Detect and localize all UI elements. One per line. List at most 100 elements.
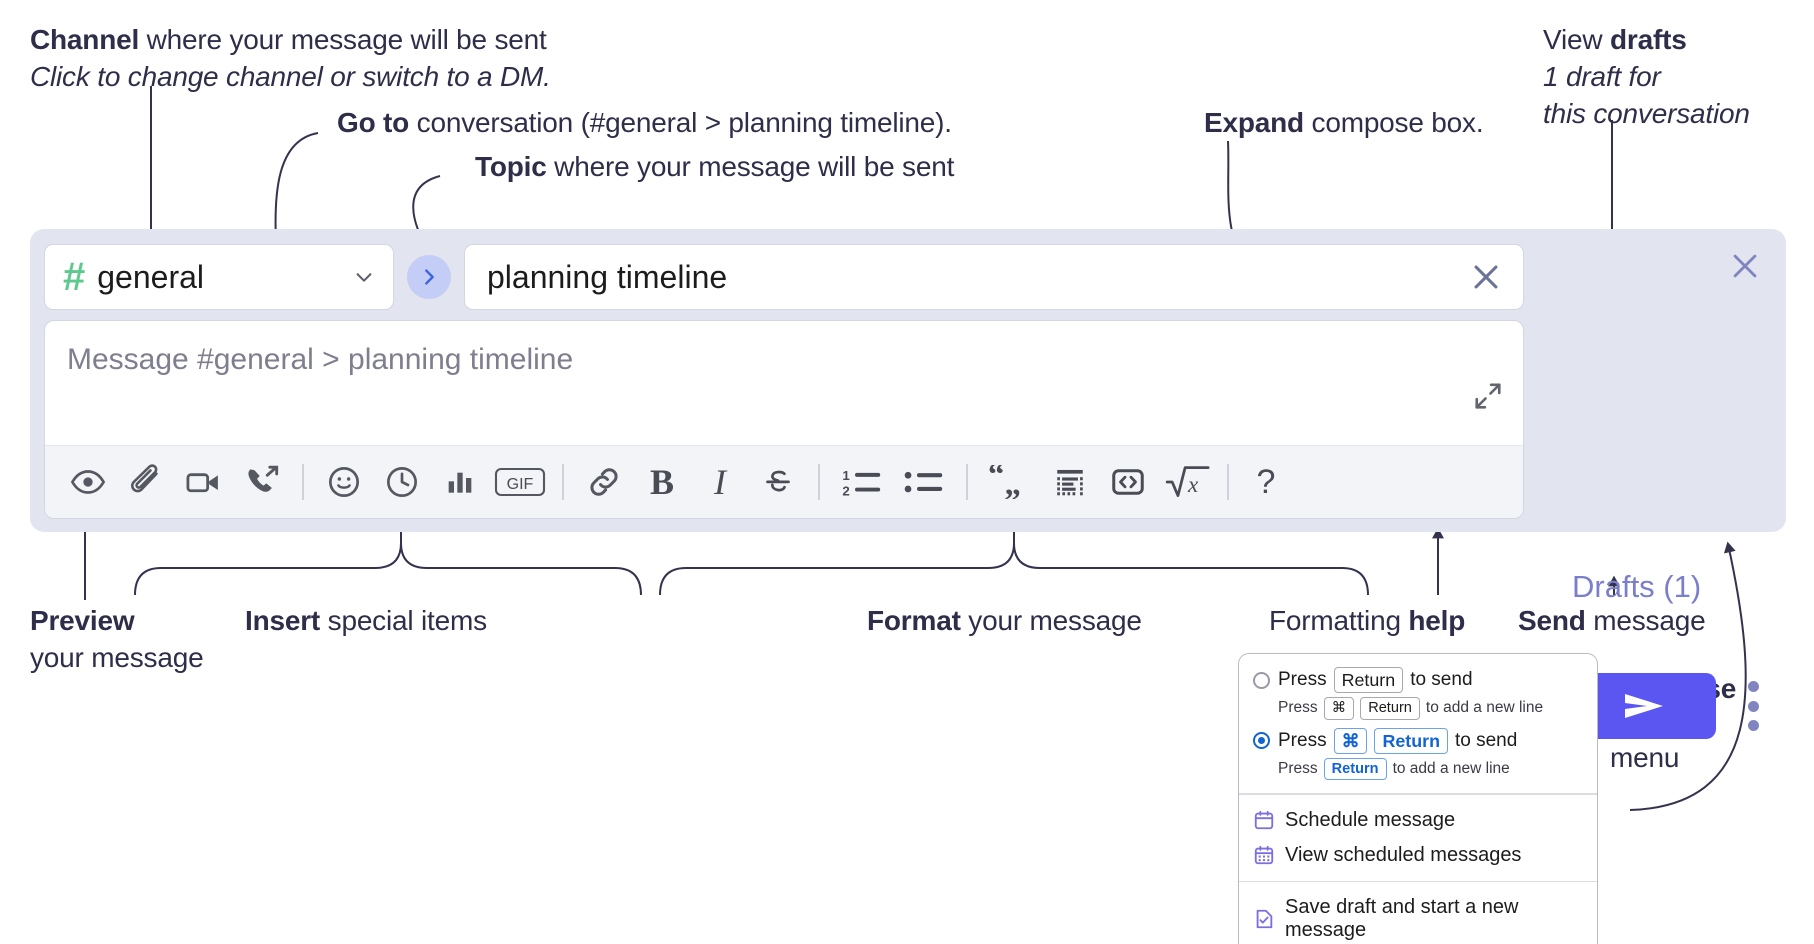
annotation-topic: Topic where your message will be sent xyxy=(475,149,954,186)
separator-5 xyxy=(1227,464,1229,500)
smiley-icon xyxy=(328,466,360,498)
emoji-button[interactable] xyxy=(315,453,373,511)
radio-unselected[interactable] xyxy=(1253,671,1270,689)
annotation-channel-bold: Channel xyxy=(30,24,140,55)
paper-plane-icon xyxy=(1625,694,1663,718)
topic-field[interactable]: planning timeline xyxy=(464,244,1524,310)
annotation-drafts-pre: View xyxy=(1543,24,1610,55)
separator-2 xyxy=(562,464,564,500)
option-return-sub-pre: Press xyxy=(1278,699,1318,717)
paperclip-icon xyxy=(131,464,158,493)
key-command: ⌘ xyxy=(1333,727,1368,754)
code-block-button[interactable] xyxy=(1041,453,1099,511)
go-to-conversation-button[interactable] xyxy=(407,255,451,299)
annotation-insert: Insert special items xyxy=(245,603,487,640)
menu-item-schedule-message[interactable]: Schedule message xyxy=(1239,803,1597,838)
compose-inner: # general planning timeline xyxy=(44,244,1524,519)
annotation-compose-rest: menu xyxy=(1610,742,1680,774)
bold-button[interactable]: B xyxy=(633,453,691,511)
message-placeholder: Message #general > planning timeline xyxy=(67,343,574,376)
chevron-right-icon xyxy=(425,269,434,285)
inline-code-button[interactable] xyxy=(1099,453,1157,511)
expand-diagonal-icon[interactable] xyxy=(1473,381,1503,411)
formatting-toolbar: GIF B I xyxy=(45,445,1523,518)
video-camera-icon xyxy=(186,473,218,493)
eye-icon xyxy=(70,470,106,494)
video-clip-button[interactable] xyxy=(175,453,233,511)
option-cmd-sub-post: to add a new line xyxy=(1392,759,1510,777)
strikethrough-button[interactable] xyxy=(749,453,807,511)
reminder-button[interactable] xyxy=(373,453,431,511)
preview-button[interactable] xyxy=(59,453,117,511)
annotation-goto-bold: Go to xyxy=(337,107,410,138)
annotation-send-rest: message xyxy=(1585,605,1706,636)
bullet-list-icon xyxy=(904,471,943,493)
more-vertical-icon-dot3 xyxy=(1747,720,1759,731)
calendar-icon xyxy=(1254,810,1274,830)
annotation-preview-bold: Preview xyxy=(30,605,135,636)
menu-item-label: Schedule message xyxy=(1285,808,1456,831)
annotation-drafts-bold: drafts xyxy=(1609,24,1687,55)
annotation-send: Send message xyxy=(1518,603,1706,640)
separator-4 xyxy=(966,464,968,500)
formatting-help-button[interactable]: ? xyxy=(1237,453,1295,511)
key-return: Return xyxy=(1374,727,1448,754)
phone-forward-icon xyxy=(248,465,279,492)
radio-selected[interactable] xyxy=(1253,732,1270,750)
italic-button[interactable]: I xyxy=(691,453,749,511)
audio-clip-button[interactable] xyxy=(233,453,291,511)
annotation-format-bold: Format xyxy=(867,605,961,636)
option-press-return-to-send[interactable]: Press Return to send xyxy=(1239,664,1597,696)
annotation-preview: Preview your message xyxy=(30,603,204,677)
message-input-box[interactable]: Message #general > planning timeline xyxy=(44,320,1524,519)
poll-button[interactable] xyxy=(431,453,489,511)
key-return: Return xyxy=(1323,757,1387,781)
annotation-help-bold: help xyxy=(1408,605,1466,636)
annotation-drafts-sub1: 1 draft for xyxy=(1543,60,1661,92)
quote-icon: “ „ xyxy=(988,465,1022,499)
drafts-link[interactable]: Drafts (1) xyxy=(1572,569,1702,604)
channel-selector[interactable]: # general xyxy=(44,244,394,310)
attach-button[interactable] xyxy=(117,453,175,511)
option-cmd-return-sub: Press Return to add a new line xyxy=(1239,757,1597,785)
annotation-goto: Go to conversation (#general > planning … xyxy=(337,105,952,142)
bulleted-list-button[interactable] xyxy=(893,453,955,511)
menu-item-save-draft[interactable]: Save draft and start a new message xyxy=(1239,890,1597,944)
annotation-format: Format your message xyxy=(867,603,1142,640)
compose-options-menu: Press Return to send Press ⌘ Return to a… xyxy=(1238,653,1598,944)
ordered-list-button[interactable]: 1 2 xyxy=(831,453,893,511)
close-icon[interactable] xyxy=(1469,260,1503,294)
gif-button[interactable]: GIF xyxy=(489,453,551,511)
annotation-expand: Expand compose box. xyxy=(1204,105,1484,142)
more-vertical-icon-dot1 xyxy=(1747,681,1759,692)
annotation-goto-rest: conversation (#general > planning timeli… xyxy=(409,107,952,138)
separator-3 xyxy=(818,464,820,500)
option-cmd-sub-pre: Press xyxy=(1278,759,1318,777)
math-button[interactable]: x xyxy=(1157,453,1219,511)
option-return-sub-post: to add a new line xyxy=(1425,699,1544,717)
svg-text:„: „ xyxy=(1005,466,1022,499)
option-return-post: to send xyxy=(1410,669,1473,691)
bar-chart-icon xyxy=(448,472,472,493)
option-press-cmd-return-to-send[interactable]: Press ⌘ Return to send xyxy=(1239,725,1597,757)
key-return: Return xyxy=(1360,697,1420,720)
compose-options-button[interactable] xyxy=(1740,681,1766,731)
annotation-formatting-help: Formatting help xyxy=(1269,603,1465,640)
document-check-icon xyxy=(1256,909,1273,929)
annotation-topic-bold: Topic xyxy=(475,151,547,182)
menu-divider xyxy=(1239,793,1597,795)
annotation-format-rest: your message xyxy=(960,605,1142,636)
close-icon[interactable] xyxy=(1728,249,1762,283)
svg-text:2: 2 xyxy=(842,483,849,498)
menu-divider xyxy=(1239,880,1597,883)
menu-item-view-scheduled-messages[interactable]: View scheduled messages xyxy=(1239,838,1597,873)
compose-header-row: # general planning timeline xyxy=(44,244,1524,310)
blockquote-button[interactable]: “ „ xyxy=(979,453,1041,511)
annotation-channel-rest: where your message will be sent xyxy=(139,24,547,55)
annotation-send-bold: Send xyxy=(1518,605,1586,636)
link-button[interactable] xyxy=(575,453,633,511)
menu-item-label: Save draft and start a new message xyxy=(1285,896,1519,942)
code-block-icon xyxy=(1057,469,1083,496)
svg-text:“: “ xyxy=(988,465,1005,493)
